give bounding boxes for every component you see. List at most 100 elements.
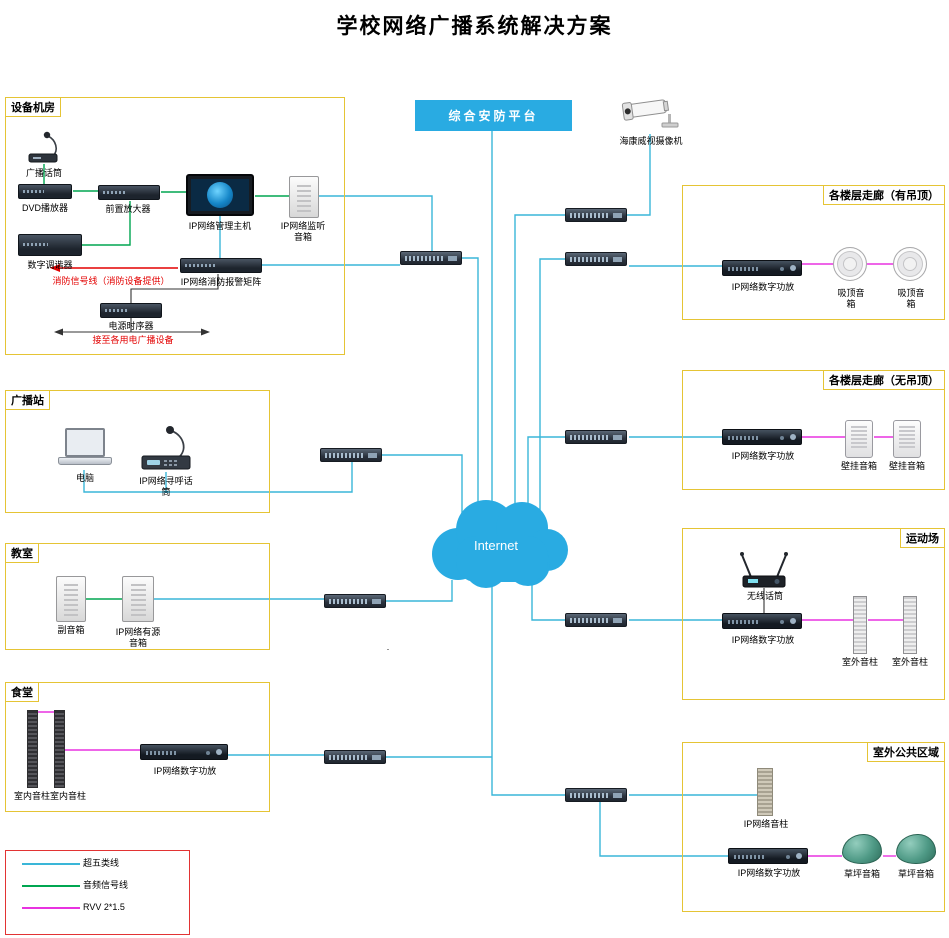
- line-cloud-outdoor-switch: [491, 585, 565, 796]
- wall-speaker-1-icon: [845, 420, 873, 458]
- dvd-player-icon: [18, 184, 72, 199]
- zone-classroom: 教室: [5, 543, 270, 650]
- legend-line-cat5: [22, 863, 80, 865]
- cctv-camera-icon: [621, 99, 679, 128]
- active-speaker-label: IP网络有源音箱: [115, 627, 161, 649]
- switch-broadcast-station: [320, 448, 382, 462]
- ip-network-host-label: IP网络管理主机: [188, 221, 252, 231]
- zone-outdoor-area: 室外公共区域: [682, 742, 945, 912]
- security-platform-banner: 综合安防平台: [415, 100, 572, 131]
- zone-corridor-open: 各楼层走廊（无吊顶）: [682, 370, 945, 490]
- preamplifier-label: 前置放大器: [105, 204, 151, 214]
- switch-outdoor: [565, 788, 627, 802]
- indoor-column-1-label: 室内音柱: [13, 791, 50, 801]
- broadcast-mic-label: 广播话筒: [25, 168, 62, 178]
- monitor-speaker-icon: [289, 176, 319, 218]
- lawn-speaker-2-label: 草坪音箱: [897, 869, 934, 879]
- zone-title-broadcast-station: 广播站: [5, 390, 50, 410]
- switch-equipment-room: [400, 251, 462, 265]
- amp-corridor-open-label: IP网络数字功放: [731, 451, 795, 461]
- active-speaker-icon: [122, 576, 154, 622]
- amp-corridor-ceiling-label: IP网络数字功放: [731, 282, 795, 292]
- amp-cafeteria-icon: [140, 744, 228, 760]
- ceiling-speaker-2-icon: [893, 247, 927, 281]
- outdoor-column-2-icon: [903, 596, 917, 654]
- ip-column-speaker-label: IP网络音柱: [743, 819, 789, 829]
- ceiling-speaker-1-icon: [833, 247, 867, 281]
- switch-classroom: [324, 594, 386, 608]
- wall-speaker-2-label: 壁挂音箱: [888, 461, 925, 471]
- lawn-speaker-1-label: 草坪音箱: [843, 869, 880, 879]
- camera-label: 海康威视摄像机: [619, 136, 683, 146]
- zone-title-corridor-ceiling: 各楼层走廊（有吊顶）: [823, 185, 945, 205]
- switch-cafeteria: [324, 750, 386, 764]
- ceiling-speaker-1-label: 吸顶音箱: [837, 288, 865, 310]
- indoor-column-2-label: 室内音柱: [49, 791, 86, 801]
- indoor-column-speaker-2-icon: [54, 710, 65, 788]
- zone-title-corridor-open: 各楼层走廊（无吊顶）: [823, 370, 945, 390]
- switch-corridor-ceiling: [565, 252, 627, 266]
- stray-dot: .: [386, 642, 390, 652]
- amp-outdoor-label: IP网络数字功放: [737, 868, 801, 878]
- power-sequencer-icon: [100, 303, 162, 318]
- internet-cloud: Internet: [432, 500, 568, 588]
- line-security-switch-cloud: [514, 214, 565, 515]
- computer-icon: [58, 428, 112, 468]
- zone-title-classroom: 教室: [5, 543, 39, 563]
- wireless-microphone-label: 无线话筒: [746, 591, 783, 601]
- wireless-microphone-icon: [740, 552, 788, 588]
- dvd-player-label: DVD播放器: [21, 203, 68, 213]
- broadcast-microphone-icon: [28, 131, 58, 163]
- paging-microphone-label: IP网络寻呼话筒: [139, 476, 193, 498]
- power-sequencer-label: 电源时序器: [108, 321, 154, 331]
- zone-equipment-room: 设备机房: [5, 97, 345, 355]
- paging-microphone-icon: [141, 426, 191, 470]
- page-title: 学校网络广播系统解决方案: [336, 15, 613, 38]
- sub-speaker-icon: [56, 576, 86, 622]
- switch-sports-field: [565, 613, 627, 627]
- lawn-speaker-2-icon: [896, 834, 936, 864]
- amp-outdoor-icon: [728, 848, 808, 864]
- computer-label: 电脑: [75, 473, 94, 483]
- outdoor-column-1-icon: [853, 596, 867, 654]
- zone-title-outdoor-area: 室外公共区域: [867, 742, 945, 762]
- legend-line-rvv: [22, 907, 80, 909]
- zone-cafeteria: 食堂: [5, 682, 270, 812]
- indoor-column-speaker-1-icon: [27, 710, 38, 788]
- outdoor-column-2-label: 室外音柱: [891, 657, 928, 667]
- power-distribution-note: 接至各用电广播设备: [92, 335, 174, 345]
- outdoor-column-1-label: 室外音柱: [841, 657, 878, 667]
- amp-corridor-ceiling-icon: [722, 260, 802, 276]
- fire-signal-note: 消防信号线（消防设备提供）: [52, 276, 170, 286]
- switch-corridor-open: [565, 430, 627, 444]
- ip-network-host-icon: [186, 174, 254, 216]
- zone-corridor-ceiling: 各楼层走廊（有吊顶）: [682, 185, 945, 320]
- amp-sports-field-label: IP网络数字功放: [731, 635, 795, 645]
- zone-title-equipment-room: 设备机房: [5, 97, 61, 117]
- legend-box: 超五类线 音频信号线 RVV 2*1.5: [5, 850, 190, 935]
- monitor-speaker-label: IP网络监听音箱: [280, 221, 326, 243]
- ceiling-speaker-2-label: 吸顶音箱: [897, 288, 925, 310]
- amp-cafeteria-label: IP网络数字功放: [153, 766, 217, 776]
- amp-corridor-open-icon: [722, 429, 802, 445]
- lawn-speaker-1-icon: [842, 834, 882, 864]
- legend-label-audio: 音频信号线: [83, 880, 129, 890]
- zone-sports-field: 运动场: [682, 528, 945, 700]
- wall-speaker-1-label: 壁挂音箱: [840, 461, 877, 471]
- legend-label-rvv: RVV 2*1.5: [83, 902, 125, 912]
- switch-security: [565, 208, 627, 222]
- digital-tuner-icon: [18, 234, 82, 256]
- internet-label: Internet: [474, 538, 518, 553]
- line-ceiling-switch-cloud: [539, 258, 565, 515]
- legend-line-audio: [22, 885, 80, 887]
- zone-title-sports-field: 运动场: [900, 528, 945, 548]
- zone-title-cafeteria: 食堂: [5, 682, 39, 702]
- sub-speaker-label: 副音箱: [57, 625, 85, 635]
- amp-sports-field-icon: [722, 613, 802, 629]
- preamplifier-icon: [98, 185, 160, 200]
- wall-speaker-2-icon: [893, 420, 921, 458]
- fire-alarm-matrix-label: IP网络消防报警矩阵: [180, 277, 262, 287]
- zone-broadcast-station: 广播站: [5, 390, 270, 513]
- fire-alarm-matrix-icon: [180, 258, 262, 273]
